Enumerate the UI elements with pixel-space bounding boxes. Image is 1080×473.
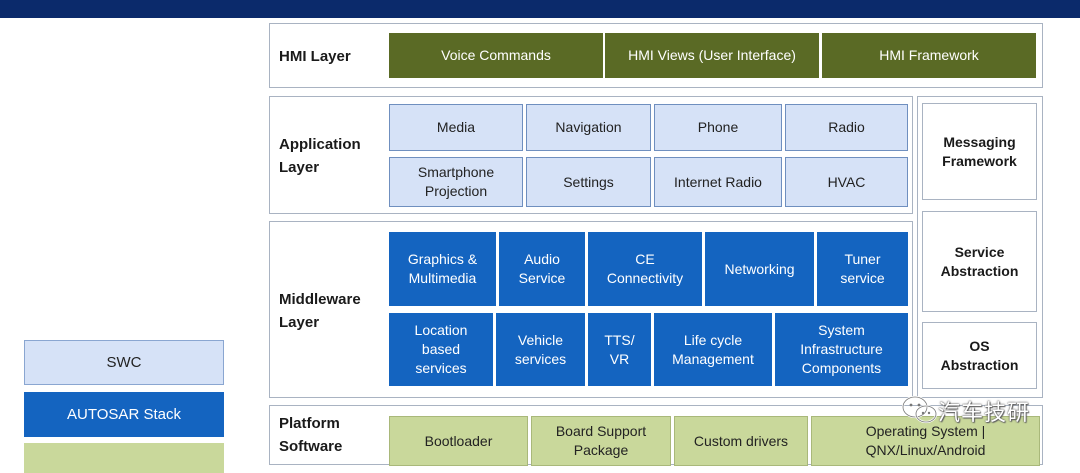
application-layer-label: Application Layer <box>279 136 361 176</box>
mid-box-vehicle-services: Vehicle services <box>496 313 585 386</box>
mid-box-audio-service: Audio Service <box>499 232 585 306</box>
app-box-phone: Phone <box>654 104 782 151</box>
hmi-layer-label: HMI Layer <box>279 48 351 65</box>
side-box-messaging-framework: Messaging Framework <box>922 103 1037 200</box>
app-box-navigation: Navigation <box>526 104 651 151</box>
mid-box-location-based-services: Location based services <box>389 313 493 386</box>
mid-box-networking: Networking <box>705 232 814 306</box>
mid-box-graphics-multimedia: Graphics & Multimedia <box>389 232 496 306</box>
legend-swc: SWC <box>24 340 224 385</box>
plat-box-custom-drivers: Custom drivers <box>674 416 808 466</box>
side-box-service-abstraction: Service Abstraction <box>922 211 1037 312</box>
app-box-media: Media <box>389 104 523 151</box>
app-box-hvac: HVAC <box>785 157 908 207</box>
mid-box-life-cycle-management: Life cycle Management <box>654 313 772 386</box>
top-header-bar <box>0 0 1080 18</box>
mid-box-tts-vr: TTS/ VR <box>588 313 651 386</box>
app-box-smartphone-projection: Smartphone Projection <box>389 157 523 207</box>
platform-software-label: Platform Software <box>279 415 343 455</box>
hmi-box-voice-commands: Voice Commands <box>389 33 603 78</box>
mid-box-ce-connectivity: CE Connectivity <box>588 232 702 306</box>
legend-third <box>24 443 224 473</box>
plat-box-operating-system: Operating System | QNX/Linux/Android <box>811 416 1040 466</box>
app-box-settings: Settings <box>526 157 651 207</box>
middleware-layer-label: Middleware Layer <box>279 291 361 331</box>
watermark-text: 汽车技研 <box>938 400 1031 425</box>
legend-autosar-stack: AUTOSAR Stack <box>24 392 224 437</box>
hmi-box-hmi-framework: HMI Framework <box>822 33 1036 78</box>
wechat-logo-icon <box>900 393 940 427</box>
hmi-box-hmi-views: HMI Views (User Interface) <box>605 33 819 78</box>
app-box-internet-radio: Internet Radio <box>654 157 782 207</box>
mid-box-system-infrastructure: System Infrastructure Components <box>775 313 908 386</box>
app-box-radio: Radio <box>785 104 908 151</box>
side-box-os-abstraction: OS Abstraction <box>922 322 1037 389</box>
mid-box-tuner-service: Tuner service <box>817 232 908 306</box>
